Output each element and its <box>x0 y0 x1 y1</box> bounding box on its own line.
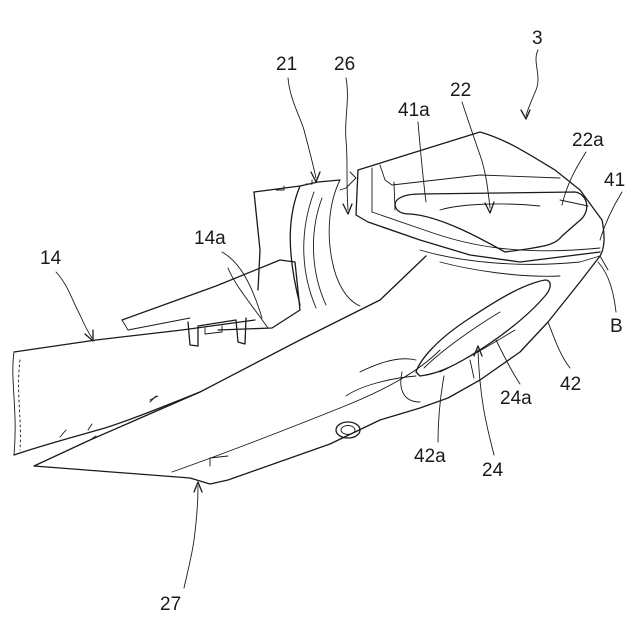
label-41a: 41a <box>398 100 430 121</box>
label-14: 14 <box>40 248 62 269</box>
label-14a: 14a <box>194 228 226 249</box>
label-42: 42 <box>560 374 581 395</box>
label-26: 26 <box>334 54 355 75</box>
label-42a: 42a <box>414 446 446 467</box>
lower-panel-27 <box>34 256 440 484</box>
seat-cowl-22 <box>340 132 602 262</box>
window-41a <box>395 192 588 252</box>
label-22a: 22a <box>572 130 604 151</box>
label-3: 3 <box>532 28 543 49</box>
label-21: 21 <box>276 54 297 75</box>
label-22: 22 <box>450 80 471 101</box>
label-24: 24 <box>482 460 504 481</box>
label-41: 41 <box>604 170 625 191</box>
frame-member-14 <box>13 320 255 455</box>
bracket-14a <box>122 260 300 346</box>
labels: 3 21 26 22 41a 22a 41 14 14a B 42 24a 42… <box>40 28 625 615</box>
label-27: 27 <box>160 594 181 615</box>
label-B: B <box>610 316 623 337</box>
label-24a: 24a <box>500 388 532 409</box>
leader-lines <box>56 50 622 588</box>
inner-frame <box>254 180 360 308</box>
